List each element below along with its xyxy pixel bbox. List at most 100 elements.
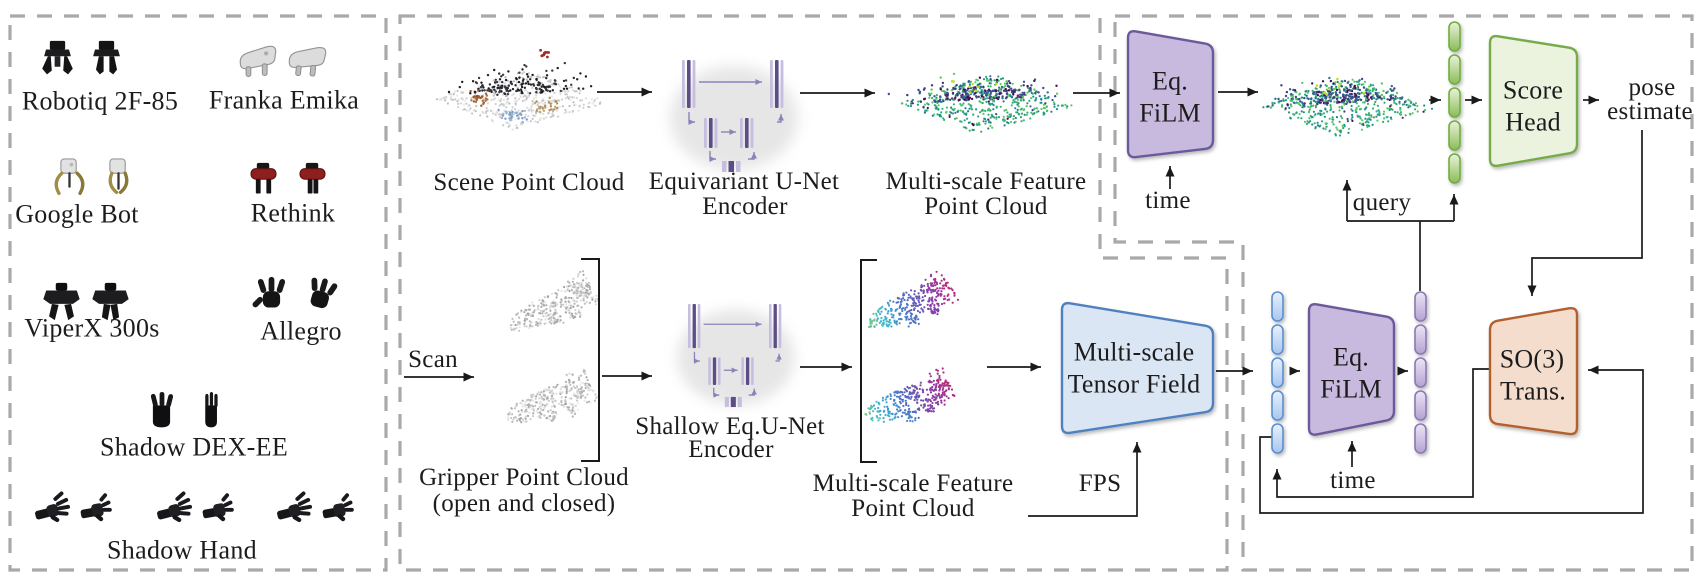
shallow-unet-icon — [676, 304, 795, 408]
gripper-cloud-bracket — [581, 258, 600, 462]
scene-encoder-label-line1: Equivariant U-Net — [648, 168, 840, 195]
eq-film-top-block — [1126, 29, 1215, 159]
gripper-encoder-label-line1: Shallow Eq.U-Net — [635, 413, 825, 440]
allegro-image — [250, 273, 343, 321]
shadow-hand-image — [276, 482, 361, 530]
gripper-cloud-open-image — [509, 270, 600, 332]
token-capsule — [1271, 423, 1284, 454]
fps-label: FPS — [1078, 470, 1122, 497]
gripper-label-dex-ee: Shadow DEX-EE — [99, 432, 289, 462]
scene-point-cloud-label: Scene Point Cloud — [433, 169, 625, 196]
gripper-glyph — [80, 493, 112, 522]
gripper-glyph — [202, 493, 234, 522]
tensor-field-block-label-line2: Tensor Field — [1067, 369, 1201, 399]
gripper-glyph — [322, 493, 354, 522]
feature-cloud-bracket — [860, 259, 877, 463]
token-capsule — [1448, 87, 1461, 118]
gripper-label-franka: Franka Emika — [208, 85, 360, 115]
gripper-glyph — [150, 391, 174, 428]
eq-film-bottom-label-line1: Eq. — [1333, 342, 1369, 372]
gripper-glyph — [42, 40, 73, 75]
so3-trans-label-line1: SO(3) — [1499, 344, 1565, 374]
gripper-cloud-label-line2: (open and closed) — [432, 490, 616, 517]
time-bottom-label: time — [1330, 467, 1376, 494]
gripper-cloud-closed-image — [507, 368, 598, 424]
gripper-label-google-bot: Google Bot — [15, 199, 139, 229]
shadow-hand-image — [34, 482, 119, 530]
pose-feedback-line — [1527, 130, 1643, 296]
token-capsule — [1414, 324, 1427, 355]
query-label: query — [1352, 189, 1412, 216]
token-capsule — [1414, 423, 1427, 454]
score-head-block — [1488, 34, 1579, 168]
fps-arrow — [1028, 442, 1142, 517]
panel-borders — [8, 14, 1694, 572]
token-capsule — [1271, 390, 1284, 421]
token-capsule — [1414, 291, 1427, 322]
gripper-feature-label-line1: Multi-scale Feature — [812, 470, 1014, 497]
eq-film-top-label-line1: Eq. — [1152, 66, 1188, 96]
token-capsule — [1414, 357, 1427, 388]
gripper-glyph — [93, 40, 120, 75]
gripper-encoder-label-line2: Encoder — [688, 436, 774, 463]
gripper-glyph — [250, 162, 277, 194]
scan-label: Scan — [408, 346, 458, 373]
gripper-glyph — [54, 158, 85, 196]
so3-feedback-outer-loop — [1259, 365, 1644, 514]
franka-emika-image — [237, 38, 330, 86]
scene-encoder-label-line2: Encoder — [702, 193, 788, 220]
token-capsule — [1271, 357, 1284, 388]
gripper-glyph — [239, 45, 277, 77]
pose-estimate-label-line1: pose — [1628, 74, 1676, 101]
pose-estimate-label-line2: estimate — [1607, 98, 1693, 125]
gripper-glyph — [92, 282, 129, 321]
gripper-glyph — [157, 491, 192, 523]
eq-film-bottom-label-line2: FiLM — [1320, 374, 1382, 404]
scene-point-cloud-image — [435, 48, 602, 131]
score-head-label-line2: Head — [1505, 107, 1561, 137]
gripper-label-viperx: ViperX 300s — [24, 313, 160, 343]
token-capsule — [1271, 291, 1284, 322]
gripper-feature-cloud-closed-image — [864, 367, 956, 423]
gripper-glyph — [277, 491, 312, 523]
google-bot-image — [48, 155, 141, 203]
so3-trans-block — [1488, 306, 1579, 436]
eq-film-top-label-line2: FiLM — [1139, 98, 1201, 128]
so3-trans-label-line2: Trans. — [1500, 376, 1566, 406]
gripper-glyph — [35, 491, 70, 523]
scene-feature-label-line2: Point Cloud — [924, 193, 1048, 220]
gripper-glyph — [205, 391, 218, 428]
score-head-label-line1: Score — [1502, 75, 1564, 105]
shadow-dex-ee-image — [140, 389, 233, 437]
viperx-300s-image — [40, 278, 133, 326]
grippers-panel-border — [8, 14, 388, 572]
tensor-field-block-label-line1: Multi-scale — [1073, 337, 1195, 367]
tensor-field-block — [1060, 301, 1215, 435]
token-capsule — [1448, 120, 1461, 151]
gripper-label-shadow-hand: Shadow Hand — [107, 535, 257, 565]
time-top-label: time — [1145, 187, 1191, 214]
robotiq-2f85-image — [36, 37, 129, 85]
flow-arrows — [404, 87, 1644, 517]
gripper-label-rethink: Rethink — [250, 198, 336, 228]
token-capsule — [1448, 21, 1461, 52]
scene-feature-label-line1: Multi-scale Feature — [885, 168, 1087, 195]
gripper-glyph — [310, 277, 338, 309]
scene-feature-cloud-image — [887, 72, 1073, 133]
gripper-glyph — [252, 276, 286, 308]
gripper-label-allegro: Allegro — [260, 316, 342, 346]
blue-token-column — [1271, 291, 1284, 454]
purple-token-column — [1414, 291, 1427, 454]
token-capsule — [1448, 153, 1461, 184]
gripper-feature-cloud-open-image — [867, 270, 960, 329]
token-capsule — [1271, 324, 1284, 355]
eq-film-bottom-block — [1307, 302, 1396, 436]
green-token-column — [1448, 21, 1461, 184]
rethink-image — [242, 159, 335, 207]
gripper-label-robotiq: Robotiq 2F-85 — [21, 86, 179, 116]
gripper-cloud-label-line1: Gripper Point Cloud — [419, 464, 629, 491]
token-capsule — [1448, 54, 1461, 85]
so3-feedback-inner-loop — [1272, 368, 1490, 498]
shadow-hand-image — [156, 482, 241, 530]
